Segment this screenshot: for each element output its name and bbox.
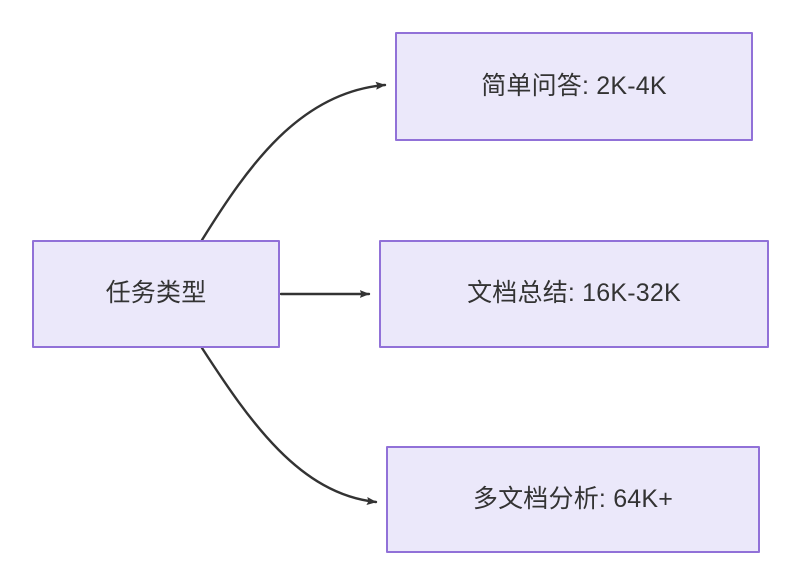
node-task-type-label: 任务类型 bbox=[105, 279, 207, 308]
node-document-summary-label: 文档总结: 16K-32K bbox=[467, 279, 681, 308]
node-simple-qa[interactable]: 简单问答: 2K-4K bbox=[395, 32, 753, 141]
node-task-type[interactable]: 任务类型 bbox=[32, 240, 280, 348]
node-multi-document-analysis[interactable]: 多文档分析: 64K+ bbox=[386, 446, 760, 553]
edge-root-to-simple-qa bbox=[200, 81, 387, 242]
node-simple-qa-label: 简单问答: 2K-4K bbox=[481, 71, 667, 100]
node-document-summary[interactable]: 文档总结: 16K-32K bbox=[379, 240, 769, 348]
node-multi-document-analysis-label: 多文档分析: 64K+ bbox=[472, 484, 674, 513]
edge-root-to-multidoc bbox=[200, 346, 378, 506]
